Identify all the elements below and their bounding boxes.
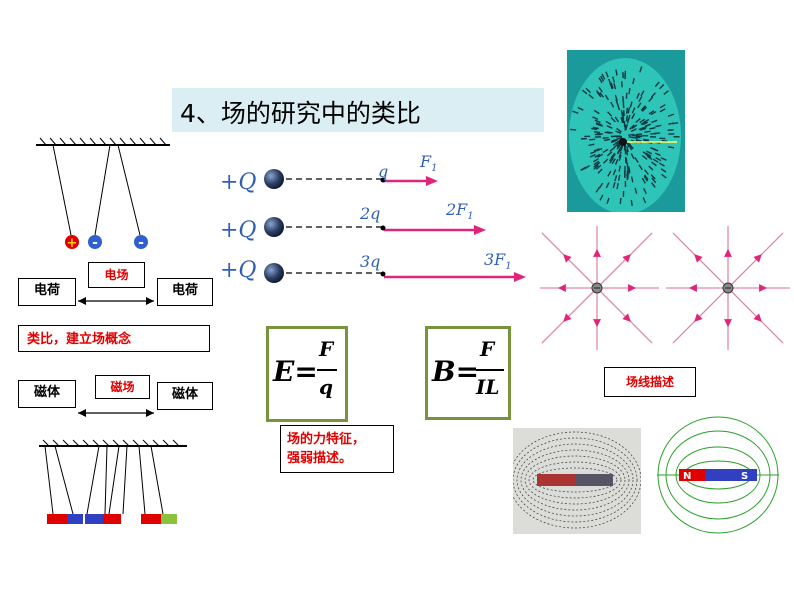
test-charge-3-label: 3q <box>360 252 381 271</box>
title-bar <box>172 88 544 132</box>
source-charge-3: +Q <box>220 258 257 283</box>
magnetic-double-arrow <box>78 409 154 417</box>
force-description-box: 场的力特征， 强弱描述。 <box>280 425 394 473</box>
magnetic-field-box: 磁场 <box>95 375 150 399</box>
charge-right-box: 电荷 <box>157 278 213 306</box>
magnetic-field-formula: B= F IL <box>425 326 511 420</box>
magnet-pendulums <box>39 439 187 524</box>
electric-double-arrow <box>78 297 154 305</box>
field-pattern-photo <box>567 50 685 212</box>
bar-magnet-field-lines: N S <box>657 416 779 534</box>
north-pole-label: N <box>683 471 691 482</box>
source-charge-2: +Q <box>220 218 257 243</box>
magnet-left-box: 磁体 <box>18 380 76 408</box>
charged-pendulums: + - - <box>36 137 170 251</box>
charge-3-sign: - <box>138 235 144 251</box>
charge-1-sign: + <box>67 236 78 251</box>
field-lines-label: 场线描述 <box>604 367 696 397</box>
page-title: 4、场的研究中的类比 <box>180 99 421 128</box>
force-1-label: F1 <box>420 152 438 175</box>
source-charge-1: +Q <box>220 170 257 195</box>
charge-2-sign: - <box>92 235 98 251</box>
analogy-box: 类比，建立场概念 <box>18 325 210 352</box>
field-lines-diagram <box>540 226 790 350</box>
magnet-right-box: 磁体 <box>157 382 213 410</box>
electric-field-box: 电场 <box>88 262 145 288</box>
electric-field-formula: E= F q <box>266 326 348 422</box>
force-2-label: 2F1 <box>446 200 474 223</box>
charge-left-box: 电荷 <box>18 278 76 306</box>
test-charge-rows <box>264 169 526 283</box>
iron-filings-photo <box>513 428 641 534</box>
force-3-label: 3F1 <box>484 250 512 273</box>
test-charge-2-label: 2q <box>360 204 381 223</box>
test-charge-1-label: q <box>378 162 389 181</box>
south-pole-label: S <box>741 471 748 482</box>
